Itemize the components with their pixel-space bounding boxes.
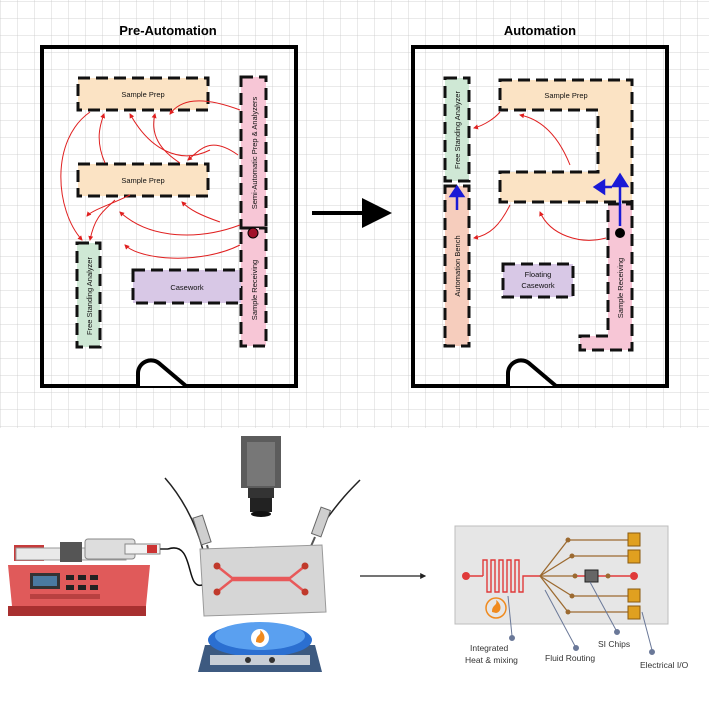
sample-prep-top-label: Sample Prep <box>121 90 164 99</box>
automation-arrows <box>448 172 630 226</box>
sample-receiving-label: Sample Receiving <box>250 260 259 320</box>
semi-automatic-label: Semi-Automatic Prep & Analyzers <box>250 96 259 209</box>
hot-plate-icon <box>198 622 322 672</box>
free-standing-analyzer-box-right <box>443 76 471 183</box>
camera-icon <box>241 436 281 517</box>
sample-prep-mid-label: Sample Prep <box>121 176 164 185</box>
sample-receiving-label-right: Sample Receiving <box>616 258 625 318</box>
casework-box <box>131 268 243 305</box>
automation-bench-box <box>443 184 471 348</box>
sample-prep-top-box <box>76 76 210 112</box>
microfluidic-chip <box>199 544 327 617</box>
sample-prep-label-right: Sample Prep <box>544 91 587 100</box>
fluid-routing-label: Fluid Routing <box>545 653 595 663</box>
workflow-arrows <box>60 100 241 259</box>
free-standing-analyzer-label-right: Free Standing Analyzer <box>453 91 462 169</box>
sample-prep-u-shape <box>498 78 634 204</box>
pre-automation-title: Pre-Automation <box>119 23 217 38</box>
floating-casework-box <box>501 262 575 299</box>
electrical-io-label: Electrical I/O <box>640 660 689 670</box>
integrated-label-1: Integrated <box>470 643 509 653</box>
automation-bench-label: Automation Bench <box>453 235 462 296</box>
sample-dot-icon-right <box>615 228 625 238</box>
integrated-label-2: Heat & mixing <box>465 655 518 665</box>
sample-prep-mid-box <box>76 162 210 198</box>
callout-lines <box>507 581 655 655</box>
floating-casework-label-2: Casework <box>521 281 555 290</box>
automation-floorplan: Free Standing Analyzer Sample Prep Autom… <box>411 45 669 388</box>
floating-casework-label-1: Floating <box>525 270 552 279</box>
door-icon <box>136 358 188 388</box>
pre-automation-floorplan: Sample Prep Sample Prep Free Standing An… <box>40 45 298 388</box>
integrated-chip <box>454 525 669 625</box>
casework-label: Casework <box>170 283 204 292</box>
free-standing-analyzer-label: Free Standing Analyzer <box>85 257 94 335</box>
automation-title: Automation <box>504 23 576 38</box>
door-icon-right <box>506 358 558 388</box>
si-chips-label: SI Chips <box>598 639 630 649</box>
sample-dot-icon <box>247 227 259 239</box>
sample-receiving-l-shape <box>578 202 634 352</box>
free-standing-analyzer-box <box>75 241 102 349</box>
heat-mixing-icon <box>485 597 507 619</box>
syringe-pump-icon <box>8 538 203 616</box>
transition-arrow <box>312 198 392 228</box>
workflow-arrows-right <box>473 111 607 241</box>
